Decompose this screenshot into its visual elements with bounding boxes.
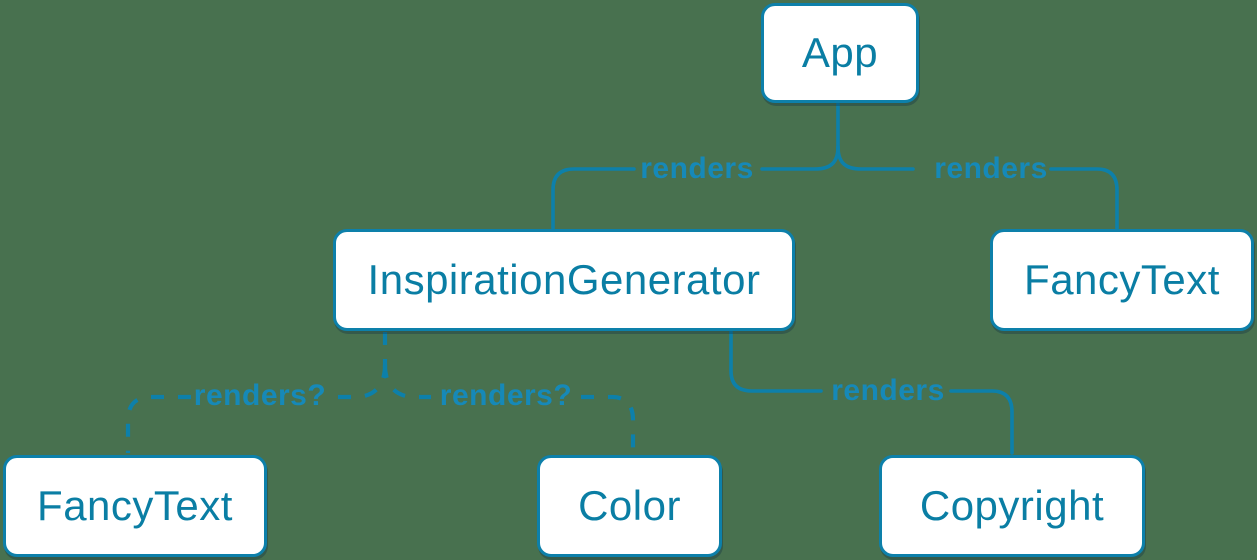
node-inspiration-generator-label: InspirationGenerator [367, 256, 761, 303]
edge-inspirationgenerator-to-copyright [729, 330, 1014, 455]
node-fancy-text-bottom: FancyText [3, 455, 267, 557]
edge-label-renders-conditional-fancytext: renders? [193, 379, 327, 412]
edge-inspirationgenerator-to-color [382, 364, 636, 453]
edge-label-renders-conditional-color: renders? [439, 379, 573, 412]
edge-label-renders-inspirationgenerator-copyright: renders [831, 374, 945, 407]
node-inspiration-generator: InspirationGenerator [333, 229, 795, 331]
node-color: Color [537, 455, 722, 557]
node-app-label: App [801, 29, 879, 76]
node-app: App [761, 3, 919, 103]
node-color-label: Color [578, 482, 681, 529]
node-copyright-label: Copyright [919, 482, 1105, 529]
node-fancy-text-bottom-label: FancyText [37, 482, 233, 529]
edge-label-renders-app-fancytext: renders [934, 152, 1048, 185]
edge-label-renders-app-inspirationgenerator: renders [640, 152, 754, 185]
node-fancy-text-top-label: FancyText [1024, 256, 1220, 303]
edge-app-to-fancytext [836, 145, 1119, 230]
node-fancy-text-top: FancyText [990, 229, 1254, 331]
node-copyright: Copyright [879, 455, 1145, 557]
